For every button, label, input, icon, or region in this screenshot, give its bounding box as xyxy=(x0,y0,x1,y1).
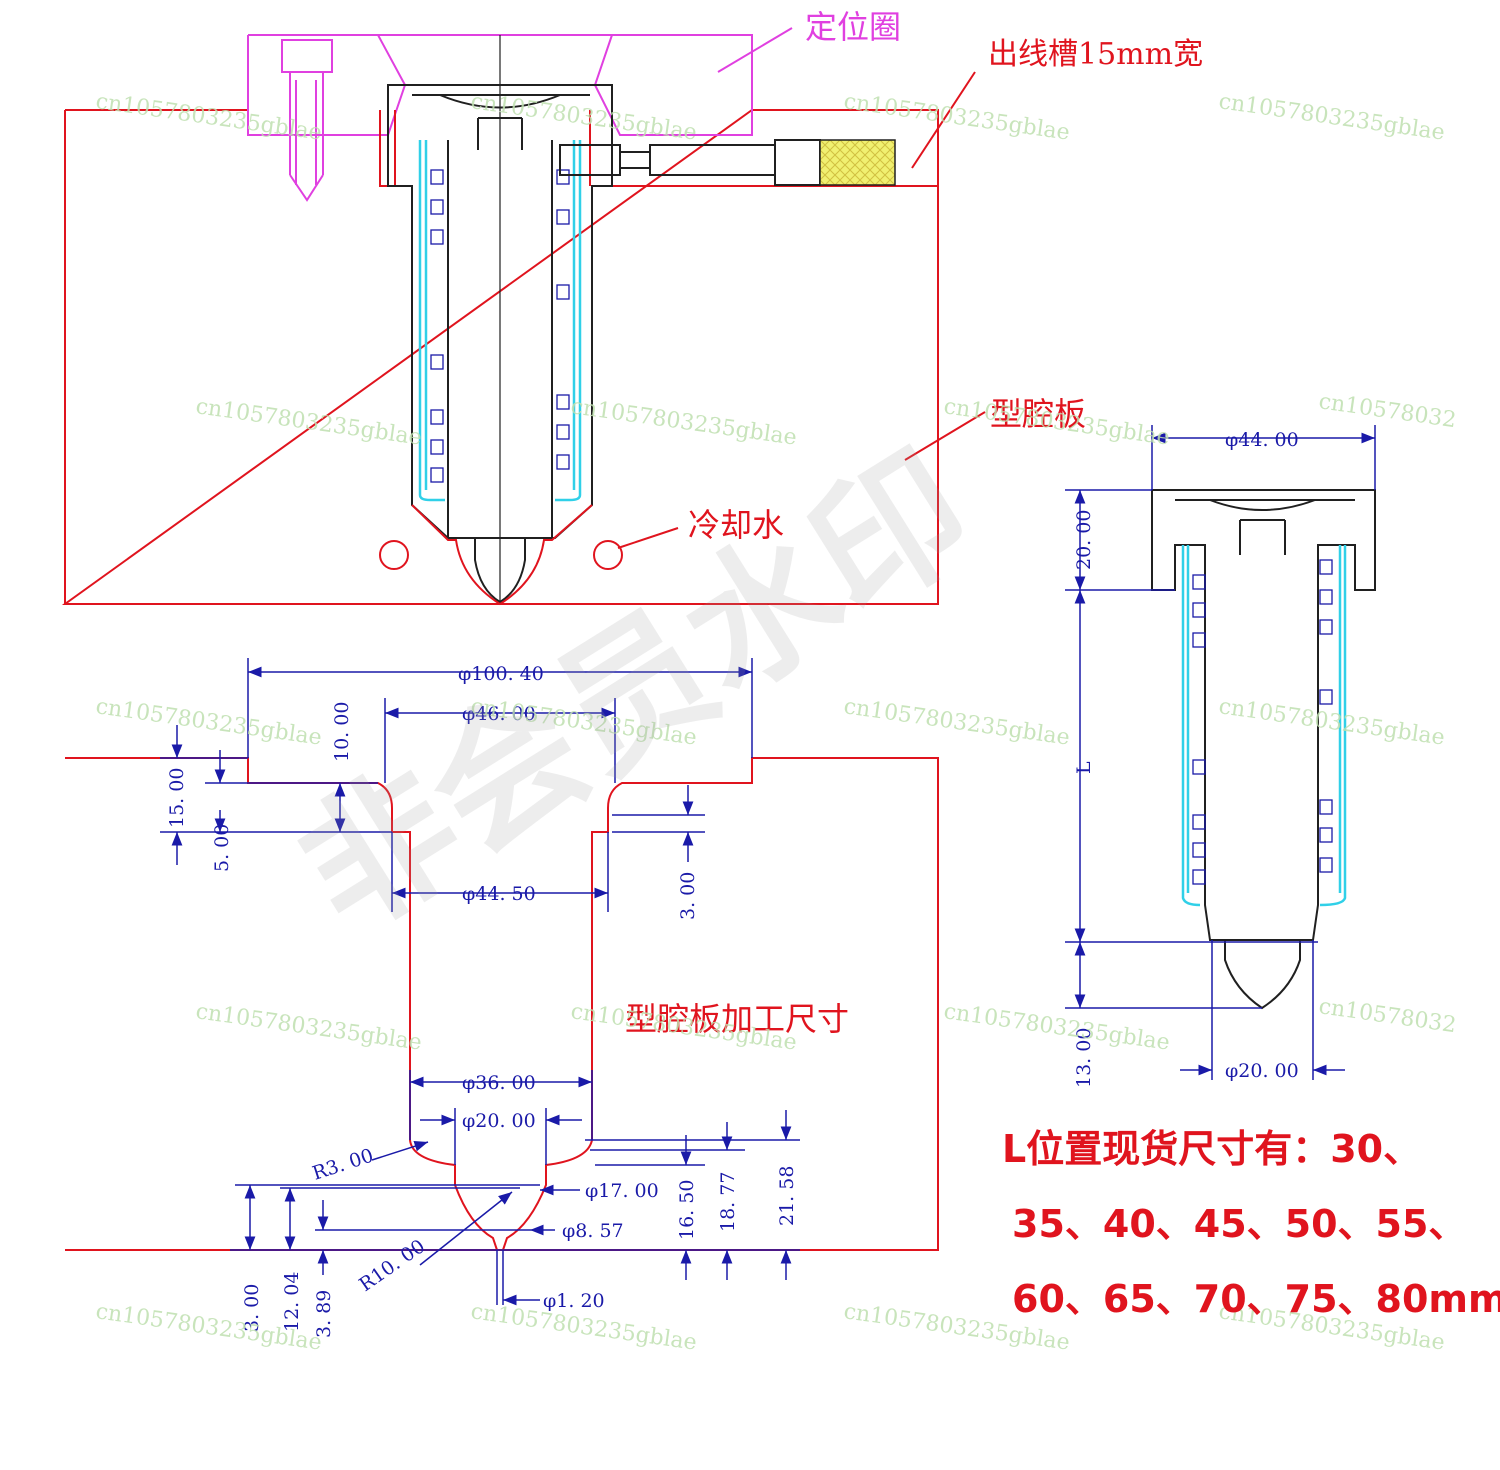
dim-h3-89: 3. 89 xyxy=(313,1290,335,1338)
dim-d17-00: φ17. 00 xyxy=(585,1180,659,1202)
cooling-channel-right xyxy=(593,540,623,570)
dim-d8-57: φ8. 57 xyxy=(562,1220,624,1242)
dim-r-h20-00: 20. 00 xyxy=(1073,510,1095,570)
nozzle-view: φ44. 00 20. 00 L 13. 00 φ20. 00 xyxy=(1065,425,1376,1088)
wire-connector xyxy=(559,139,821,186)
cavity-plate-outline xyxy=(61,109,939,605)
dim-h3-00b: 3. 00 xyxy=(241,1284,263,1332)
dim-d20-00: φ20. 00 xyxy=(462,1110,536,1132)
cooling-channel-left xyxy=(379,540,409,570)
wire-sleeve xyxy=(819,139,896,186)
heater-windings xyxy=(430,169,570,483)
machining-view: φ100. 40 φ46. 00 φ44. 50 φ36. 00 φ20. 00… xyxy=(65,658,939,1338)
dim-r-L: L xyxy=(1073,761,1095,774)
dim-d100-40: φ100. 40 xyxy=(458,663,544,685)
dim-r-d44-00: φ44. 00 xyxy=(1225,429,1299,451)
center-watermark: 非会员水印 xyxy=(272,421,1000,966)
note-line-1: L位置现货尺寸有：30、 xyxy=(1002,1127,1421,1171)
dim-d36-00: φ36. 00 xyxy=(462,1072,536,1094)
assembly-view: 定位圈 出线槽15mm宽 型腔板 冷却水 xyxy=(61,8,1203,606)
dim-r3-00: R3. 00 xyxy=(310,1144,376,1184)
dim-h3-00a: 3. 00 xyxy=(677,872,699,920)
dim-r-d20-00: φ20. 00 xyxy=(1225,1060,1299,1082)
dim-d1-20: φ1. 20 xyxy=(543,1290,605,1312)
dim-r-h13-00: 13. 00 xyxy=(1073,1028,1095,1088)
dim-h5-00: 5. 00 xyxy=(211,824,233,872)
heater-coil xyxy=(418,140,582,502)
label-cooling-water: 冷却水 xyxy=(688,506,784,544)
screw xyxy=(281,39,333,202)
label-machining: 型腔板加工尺寸 xyxy=(625,1000,849,1038)
watermark-text: cn1057803235gblae xyxy=(94,694,323,750)
label-locating-ring: 定位圈 xyxy=(805,8,901,46)
watermark-text: cn1057803235gblae xyxy=(842,89,1071,145)
watermark-text: cn1057803235gblae xyxy=(842,694,1071,750)
dim-r10-00: R10. 00 xyxy=(355,1235,429,1296)
dim-h21-58: 21. 58 xyxy=(776,1166,798,1226)
dim-d44-50: φ44. 50 xyxy=(462,883,536,905)
note-line-3: 60、65、70、75、80mm xyxy=(1012,1277,1500,1321)
dim-h15-00: 15. 00 xyxy=(166,768,188,828)
watermark-text: cn10578032 xyxy=(1317,994,1458,1038)
dim-h18-77: 18. 77 xyxy=(717,1172,739,1232)
dim-d46-00: φ46. 00 xyxy=(462,703,536,725)
watermark-text: cn1057803235gblae xyxy=(194,999,423,1055)
dim-h10-00: 10. 00 xyxy=(331,702,353,762)
stock-size-note: L位置现货尺寸有：30、 35、40、45、50、55、 60、65、70、75… xyxy=(1002,1127,1500,1321)
watermark-text: cn10578032 xyxy=(1317,389,1458,433)
watermark-text: cn1057803235gblae xyxy=(469,89,698,145)
watermark-text: cn1057803235gblae xyxy=(194,394,423,450)
note-line-2: 35、40、45、50、55、 xyxy=(1012,1202,1466,1246)
watermark-text: cn1057803235gblae xyxy=(1217,89,1446,145)
dim-h12-04: 12. 04 xyxy=(281,1272,303,1332)
watermark-text: cn1057803235gblae xyxy=(569,394,798,450)
dim-h16-50: 16. 50 xyxy=(676,1180,698,1240)
watermark-text: cn1057803235gblae xyxy=(94,89,323,145)
label-cavity-plate: 型腔板 xyxy=(990,395,1086,433)
label-wire-groove: 出线槽15mm宽 xyxy=(988,37,1203,72)
